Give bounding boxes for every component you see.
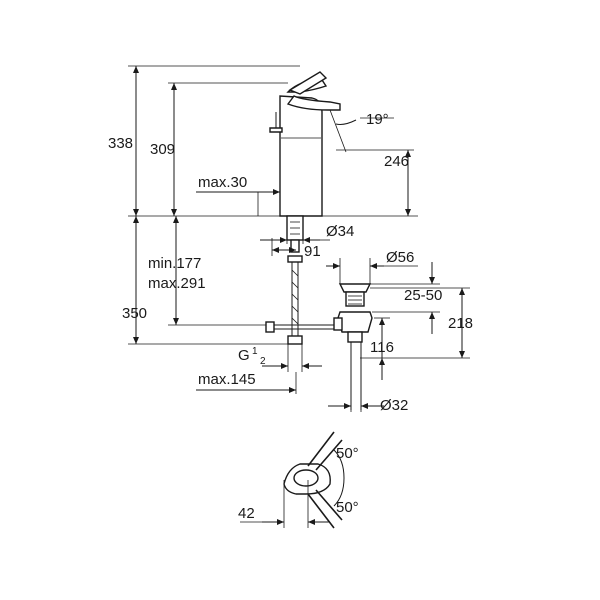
label-waste-offset: 116: [370, 339, 394, 356]
label-thread-num: 1: [252, 346, 258, 357]
label-handle-angle-top: 50°: [336, 445, 359, 462]
label-max-hose: max.145: [198, 371, 256, 388]
shank-assembly: [265, 215, 338, 345]
label-max-range: max.291: [148, 275, 206, 292]
dimension-lines: [133, 66, 470, 412]
label-waste-height: 218: [448, 315, 473, 332]
reference-lines: [128, 65, 418, 345]
faucet-body: [269, 71, 341, 217]
label-below-deck: 350: [122, 305, 147, 322]
top-view-handle: [240, 431, 345, 529]
label-handle-offset: 42: [238, 505, 255, 522]
label-shank-offset: 91: [304, 243, 321, 260]
label-waste-range: 25-50: [404, 287, 442, 304]
label-thread-den: 2: [260, 356, 266, 367]
label-outlet-height: 246: [384, 153, 409, 170]
label-thread: G: [238, 347, 250, 364]
label-max-deck: max.30: [198, 174, 247, 191]
label-min-range: min.177: [148, 255, 201, 272]
label-tail-diameter: Ø32: [380, 397, 408, 414]
label-spout-angle: 19°: [366, 111, 389, 128]
label-handle-angle-bottom: 50°: [336, 499, 359, 516]
label-waste-diameter: Ø56: [386, 249, 414, 266]
dimension-labels: 338 309 19° 246 max.30 Ø34 91 Ø56 min.17…: [108, 111, 473, 522]
waste-assembly: [333, 283, 373, 410]
label-total-height: 338: [108, 135, 133, 152]
label-spout-height: 309: [150, 141, 175, 158]
label-shank-diameter: Ø34: [326, 223, 354, 240]
